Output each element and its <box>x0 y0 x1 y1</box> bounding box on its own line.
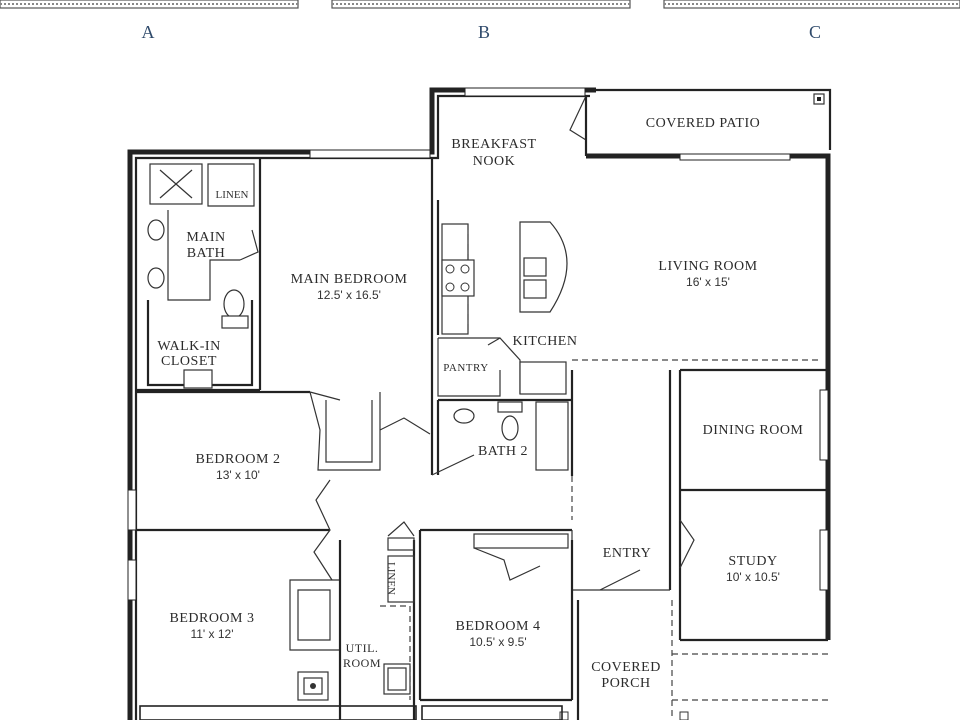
elevation-b-label: B <box>478 22 490 42</box>
dining-room-label: DINING ROOM <box>703 423 804 438</box>
study-label: STUDY <box>728 554 777 569</box>
kitchen-label: KITCHEN <box>513 334 578 349</box>
entry-label: ENTRY <box>603 546 651 561</box>
bedroom-4-label: BEDROOM 4 <box>455 619 540 634</box>
room-labels: COVERED PATIO BREAKFAST NOOK LINEN MAIN … <box>157 116 803 691</box>
linen-hall-label: LINEN <box>385 562 397 595</box>
covered-porch-label-line1: COVERED <box>591 660 661 675</box>
walk-in-closet-label-line1: WALK-IN <box>157 339 220 354</box>
elevation-a-label: A <box>142 22 155 42</box>
living-room-dimensions: 16' x 15' <box>686 275 730 289</box>
bath-2-label: BATH 2 <box>478 444 528 459</box>
main-bedroom-dimensions: 12.5' x 16.5' <box>317 288 381 302</box>
living-room-label: LIVING ROOM <box>658 259 757 274</box>
util-room-label-line2: ROOM <box>343 656 381 670</box>
linen-top-label: LINEN <box>216 189 249 201</box>
bedroom-2-dimensions: 13' x 10' <box>216 468 260 482</box>
interior-walls <box>136 95 828 720</box>
elevation-c-label: C <box>809 22 821 42</box>
pantry-label: PANTRY <box>443 362 488 374</box>
elevation-thumbnails: A B C <box>0 0 960 42</box>
breakfast-nook-label-line1: BREAKFAST <box>451 137 536 152</box>
main-bedroom-label: MAIN BEDROOM <box>291 272 408 287</box>
bedroom-4-dimensions: 10.5' x 9.5' <box>469 635 526 649</box>
bedroom-3-label: BEDROOM 3 <box>169 611 254 626</box>
walk-in-closet-label-line2: CLOSET <box>161 354 217 369</box>
bedroom-2-label: BEDROOM 2 <box>195 452 280 467</box>
breakfast-nook-label-line2: NOOK <box>473 154 515 169</box>
main-bath-label-line2: BATH <box>187 246 226 261</box>
study-dimensions: 10' x 10.5' <box>726 570 780 584</box>
covered-porch-label-line2: PORCH <box>601 676 650 691</box>
util-room-label-line1: UTIL. <box>346 641 379 655</box>
bedroom-3-dimensions: 11' x 12' <box>190 627 233 641</box>
exterior-walls <box>127 87 832 720</box>
covered-patio-label: COVERED PATIO <box>646 116 761 131</box>
main-bath-label-line1: MAIN <box>186 230 225 245</box>
